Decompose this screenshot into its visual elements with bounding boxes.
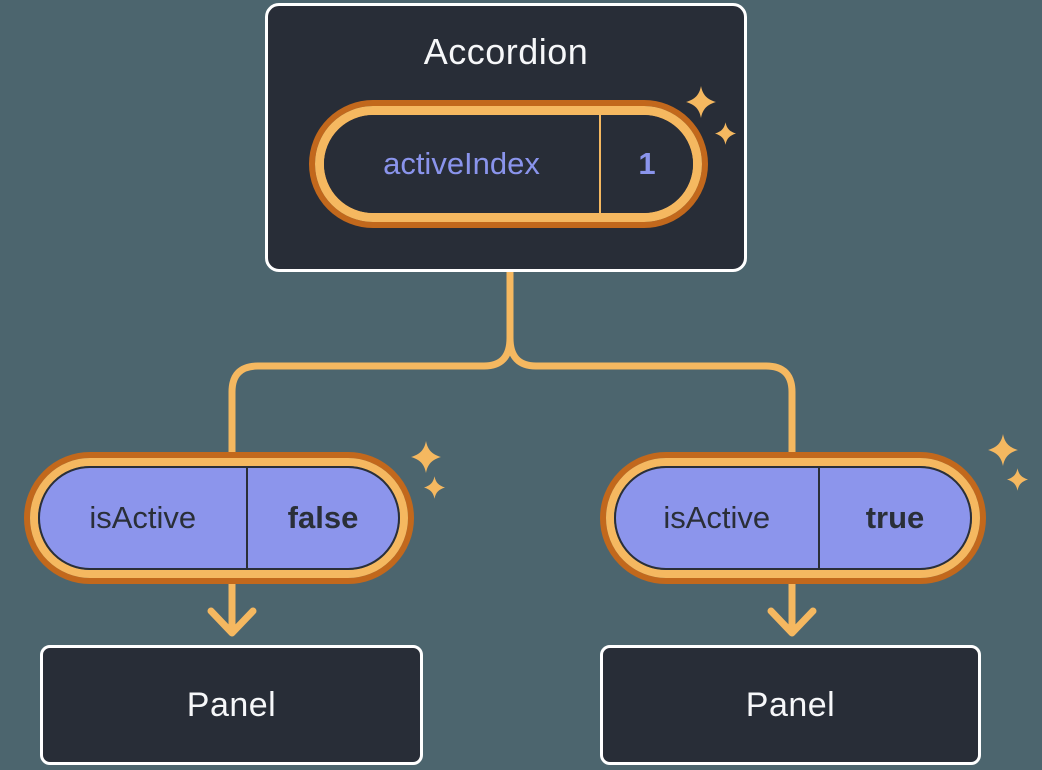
panel-box-right: Panel	[600, 645, 981, 765]
prop-pill-right-body: isActive true	[614, 466, 972, 570]
state-pill-activeindex: activeIndex 1	[309, 100, 708, 228]
prop-pill-left-body: isActive false	[38, 466, 400, 570]
sparkle-icon	[411, 441, 441, 473]
sparkle-icon	[715, 122, 736, 145]
prop-pill-right-label: isActive	[663, 500, 771, 535]
connector-branch-left	[228, 334, 514, 462]
prop-pill-right-value: true	[865, 500, 925, 535]
prop-pill-left-value: false	[287, 500, 359, 535]
state-pill-body: activeIndex 1	[324, 115, 693, 213]
sparkle-icon	[686, 86, 716, 118]
connector-branch-right	[506, 334, 796, 462]
prop-pill-isactive-right: isActive true	[600, 452, 986, 584]
panel-left-label: Panel	[186, 685, 277, 724]
prop-pill-right-ring: isActive true	[606, 458, 980, 578]
arrow-head-right-icon	[767, 607, 817, 637]
prop-pill-isactive-left: isActive false	[24, 452, 414, 584]
sparkle-icon	[424, 476, 445, 499]
prop-pill-left-ring: isActive false	[30, 458, 408, 578]
sparkle-icon	[1007, 468, 1028, 491]
state-pill-ring: activeIndex 1	[315, 106, 702, 222]
state-pill-label: activeIndex	[383, 146, 540, 181]
prop-pill-right-divider	[817, 468, 820, 568]
accordion-title: Accordion	[423, 31, 589, 72]
prop-pill-left-label: isActive	[89, 500, 197, 535]
sparkle-icon	[988, 434, 1018, 466]
state-pill-value: 1	[638, 146, 656, 181]
panel-right-label: Panel	[745, 685, 836, 724]
arrow-head-left-icon	[207, 607, 257, 637]
state-pill-divider	[599, 115, 601, 213]
prop-pill-left-divider	[245, 468, 248, 568]
panel-box-left: Panel	[40, 645, 423, 765]
